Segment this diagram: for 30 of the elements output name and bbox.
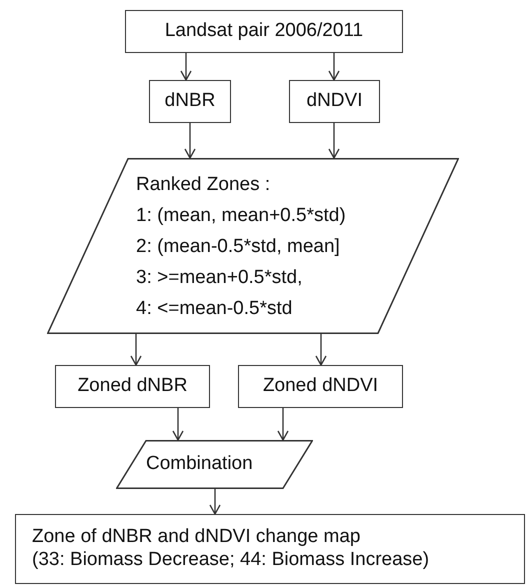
data-parallelogram [47,158,459,334]
node-text: dNDVI [306,90,362,113]
arrow [172,408,184,441]
node-text: Zoned dNBR [78,375,188,398]
node-text: 2: (mean-0.5*std, mean] [136,234,341,258]
process-box [149,80,231,123]
process-parallelogram [116,440,313,489]
arrow [328,53,340,81]
node-text: 1: (mean, mean+0.5*std) [136,204,347,228]
node-text: 4: <=mean-0.5*std [136,296,294,320]
node-text: dNBR [164,90,216,113]
arrow [277,408,289,441]
node-text: Zone of dNBR and dNDVI change map [32,526,360,549]
process-box [15,514,525,584]
node-text: Combination [146,453,254,476]
process-box [125,10,403,53]
process-box [55,365,210,408]
node-text: (33: Biomass Decrease; 44: Biomass Increase) [32,549,430,572]
process-box [238,365,403,408]
process-box [289,80,380,123]
arrow [328,123,340,159]
arrow [209,489,221,515]
arrow [180,53,192,81]
arrow [184,123,196,159]
node-text: 3: >=mean+0.5*std, [136,266,304,290]
node-text: Landsat pair 2006/2011 [164,20,364,43]
arrow [315,334,327,366]
arrow [130,334,142,366]
heading-text: Ranked Zones : [136,172,272,196]
node-text: Zoned dNDVI [262,375,378,398]
